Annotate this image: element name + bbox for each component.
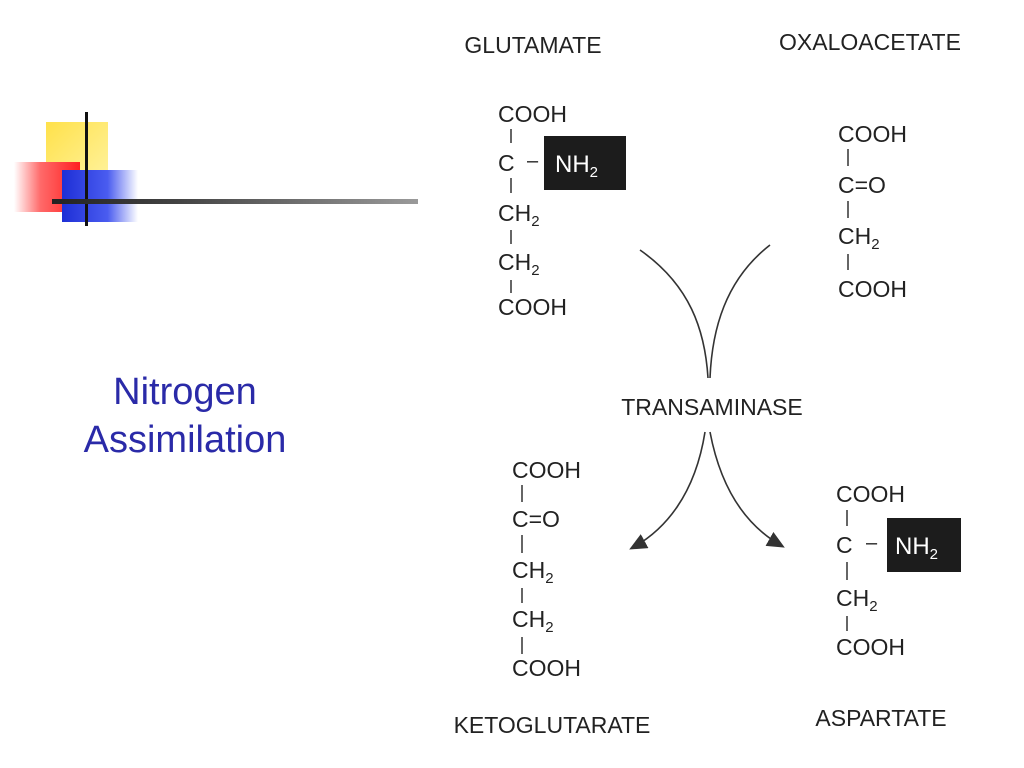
- ketoglutarate-row-4: COOH: [512, 655, 581, 681]
- oxaloacetate-row-0: COOH: [838, 121, 907, 147]
- glutamate-amino-highlight: [544, 136, 626, 190]
- glutamate-structure: COOH C – NH2 CH2 CH2 COOH: [498, 101, 626, 320]
- aspartate-row-2: CH2: [836, 585, 878, 615]
- ketoglutarate-row-3: CH2: [512, 606, 554, 636]
- glutamate-row-2: CH2: [498, 200, 540, 230]
- glutamate-row-3: CH2: [498, 249, 540, 279]
- ketoglutarate-row-1: C=O: [512, 506, 560, 532]
- oxaloacetate-structure: COOH C=O CH2 COOH: [838, 121, 907, 302]
- decor-vertical-line: [85, 112, 88, 226]
- oxaloacetate-row-1: C=O: [838, 172, 886, 198]
- glutamate-row-4: COOH: [498, 294, 567, 320]
- ketoglutarate-row-2: CH2: [512, 557, 554, 587]
- aspartate-row-0: COOH: [836, 481, 905, 507]
- aspartate-row-3: COOH: [836, 634, 905, 660]
- aspartate-row-1: C: [836, 532, 853, 558]
- glutamate-row-0: COOH: [498, 101, 567, 127]
- oxaloacetate-label: OXALOACETATE: [779, 29, 961, 55]
- slide-title: Nitrogen Assimilation: [40, 368, 330, 464]
- glutamate-label: GLUTAMATE: [464, 32, 601, 58]
- aspartate-structure: COOH C – NH2 CH2 COOH: [836, 481, 961, 660]
- ketoglutarate-structure: COOH C=O CH2 CH2 COOH: [512, 457, 581, 681]
- decor-blue-square: [62, 170, 138, 222]
- oxaloacetate-row-2: CH2: [838, 223, 880, 253]
- slide-title-line2: Assimilation: [83, 419, 287, 461]
- aspartate-amino-group: NH2: [895, 533, 938, 563]
- enzyme-label: TRANSAMINASE: [621, 394, 802, 420]
- glutamate-row-1: C: [498, 150, 515, 176]
- decor-horizontal-line: [52, 199, 418, 204]
- reaction-arrow-to-aspartate: [709, 431, 785, 548]
- glutamate-bond-dash: –: [527, 150, 539, 172]
- glutamate-amino-group: NH2: [555, 151, 598, 181]
- reaction-arc-right-in: [709, 244, 771, 379]
- aspartate-amino-highlight: [887, 518, 961, 572]
- oxaloacetate-row-3: COOH: [838, 276, 907, 302]
- ketoglutarate-row-0: COOH: [512, 457, 581, 483]
- ketoglutarate-label: KETOGLUTARATE: [454, 712, 651, 738]
- slide-title-line1: Nitrogen: [113, 371, 257, 413]
- aspartate-bond-dash: –: [866, 532, 878, 554]
- aspartate-label: ASPARTATE: [815, 705, 946, 731]
- reaction-arrow-to-ketoglutarate: [629, 431, 706, 550]
- reaction-arc-left-in: [639, 249, 709, 379]
